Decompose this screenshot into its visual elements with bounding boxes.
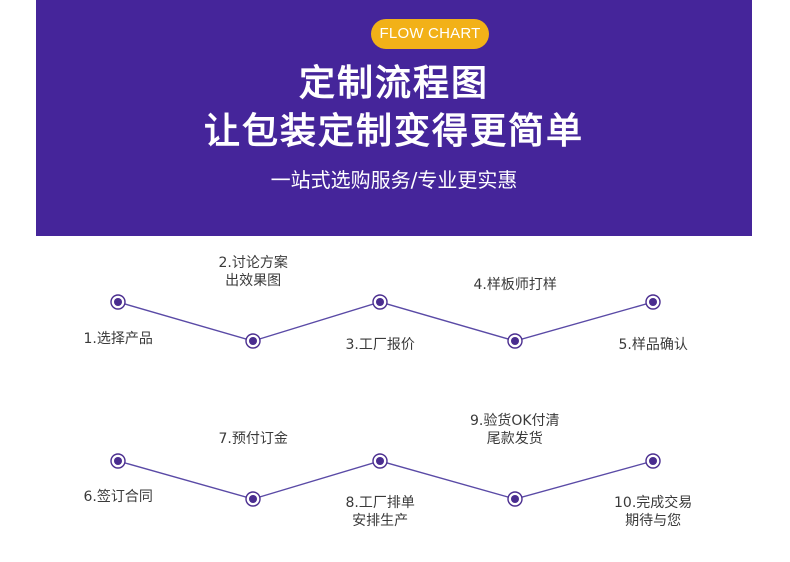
step-label-9-line-1: 9.验货OK付清 [470, 413, 560, 429]
step-label-8-line-1: 8.工厂排单 [345, 495, 415, 511]
flow-node-dot-7 [249, 495, 257, 503]
flow-node-dot-8 [376, 457, 384, 465]
flow-node-dot-5 [649, 298, 657, 306]
step-label-7-line-1: 7.预付订金 [218, 431, 288, 447]
step-label-4-line-1: 4.样板师打样 [473, 277, 557, 293]
flow-node-dot-3 [376, 298, 384, 306]
step-label-8-line-2: 安排生产 [352, 513, 409, 529]
step-label-8: 8.工厂排单安排生产 [346, 494, 415, 530]
step-label-4: 4.样板师打样 [474, 276, 557, 294]
step-label-6-line-1: 6.签订合同 [83, 489, 153, 505]
page-subtitle: 一站式选购服务/专业更实惠 [270, 168, 518, 192]
step-label-6: 6.签订合同 [84, 488, 153, 506]
step-label-5-line-1: 5.样品确认 [618, 337, 688, 353]
step-label-10-line-1: 10.完成交易 [614, 495, 693, 511]
header-banner: FLOW CHART 定制流程图 让包装定制变得更简单 一站式选购服务/专业更实… [36, 0, 752, 236]
step-label-9: 9.验货OK付清尾款发货 [470, 412, 560, 448]
step-label-2: 2.讨论方案出效果图 [219, 254, 288, 290]
step-label-1: 1.选择产品 [84, 330, 153, 348]
step-label-2-line-2: 出效果图 [225, 273, 282, 289]
step-label-2-line-1: 2.讨论方案 [218, 255, 288, 271]
page-title-line1: 定制流程图 [298, 63, 489, 104]
flow-node-dot-6 [114, 457, 122, 465]
step-label-10: 10.完成交易期待与您 [614, 494, 692, 530]
step-label-3-line-1: 3.工厂报价 [345, 337, 415, 353]
step-label-1-line-1: 1.选择产品 [83, 331, 153, 347]
step-label-3: 3.工厂报价 [346, 336, 415, 354]
flow-node-dot-2 [249, 337, 257, 345]
step-label-10-line-2: 期待与您 [625, 513, 682, 529]
flow-node-dot-1 [114, 298, 122, 306]
step-label-5: 5.样品确认 [619, 336, 688, 354]
page-title-line2: 让包装定制变得更简单 [203, 111, 584, 152]
flow-node-dot-10 [649, 457, 657, 465]
step-label-9-line-2: 尾款发货 [486, 431, 543, 447]
flow-chart-badge: FLOW CHART [371, 19, 489, 49]
flow-node-dot-9 [511, 495, 519, 503]
step-label-7: 7.预付订金 [219, 430, 288, 448]
flow-node-dot-4 [511, 337, 519, 345]
